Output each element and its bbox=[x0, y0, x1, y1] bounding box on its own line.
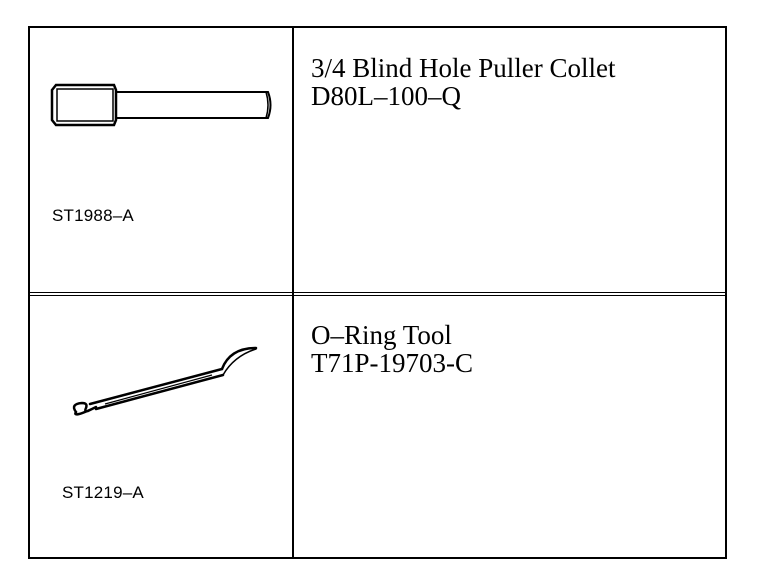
part-number: T71P-19703-C bbox=[311, 348, 473, 378]
tool-row-1-illustration-cell: ST1988–A bbox=[30, 28, 292, 292]
part-number: D80L–100–Q bbox=[311, 81, 461, 111]
tool-table: ST1988–A 3/4 Blind Hole Puller Collet D8… bbox=[28, 26, 727, 559]
tool-row-1-description: 3/4 Blind Hole Puller Collet D80L–100–Q bbox=[311, 54, 616, 110]
tool-name: O–Ring Tool bbox=[311, 320, 452, 350]
tool-row-2-description: O–Ring Tool T71P-19703-C bbox=[311, 321, 473, 377]
row-divider bbox=[30, 292, 725, 296]
o-ring-tool-icon bbox=[72, 346, 258, 416]
tool-row-2-illustration-cell: ST1219–A bbox=[30, 296, 292, 559]
illustration-code: ST1988–A bbox=[52, 206, 134, 225]
illustration-code: ST1219–A bbox=[62, 483, 144, 502]
collet-icon bbox=[50, 83, 272, 127]
tool-name: 3/4 Blind Hole Puller Collet bbox=[311, 53, 616, 83]
